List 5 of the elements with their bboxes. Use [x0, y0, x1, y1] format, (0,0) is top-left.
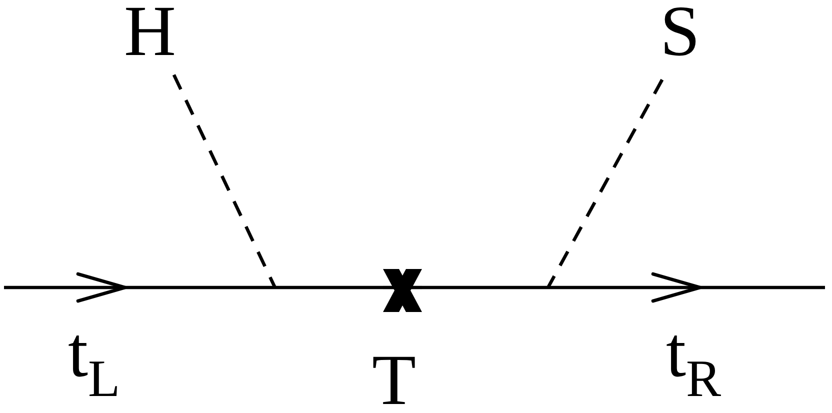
mark-label: T — [372, 350, 416, 412]
particle-label: S — [660, 1, 700, 62]
particle-label: H — [124, 1, 176, 62]
arrow-line — [422, 272, 825, 303]
arrow-line — [4, 272, 383, 303]
